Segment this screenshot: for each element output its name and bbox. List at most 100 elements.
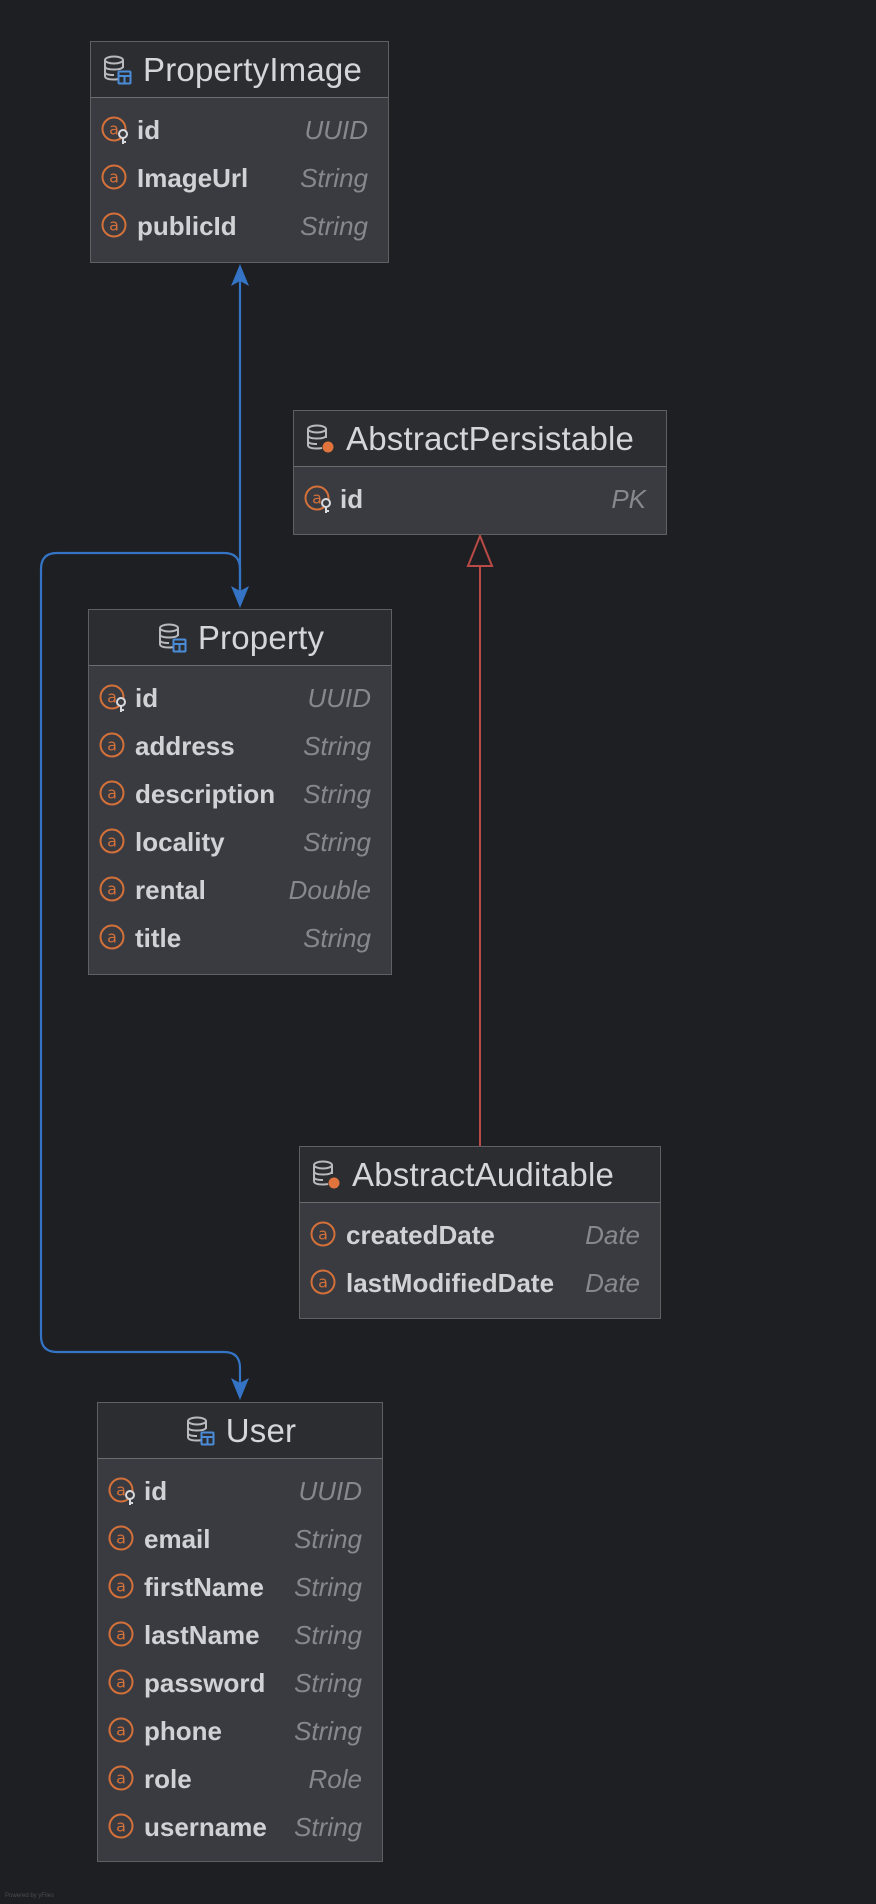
database-abstract-icon (310, 1159, 342, 1191)
field-icon: a (107, 1620, 137, 1650)
field-icon: a (100, 211, 130, 241)
field-type: String (303, 730, 371, 761)
field-name: lastModifiedDate (346, 1267, 555, 1298)
entity-header: User (98, 1403, 382, 1459)
field-row[interactable]: a lastName String (98, 1611, 382, 1659)
field-name: address (135, 730, 235, 761)
database-table-icon (156, 622, 188, 654)
svg-text:a: a (109, 168, 119, 187)
field-type: String (294, 1811, 362, 1842)
entity-title: Property (197, 618, 325, 656)
field-type: Double (288, 874, 371, 905)
svg-text:a: a (312, 489, 322, 508)
field-name: locality (135, 826, 225, 857)
database-abstract-icon (304, 423, 336, 455)
entity-title: AbstractAuditable (352, 1155, 615, 1193)
field-icon: a (107, 1572, 137, 1602)
svg-text:a: a (116, 1577, 126, 1596)
field-type: String (294, 1619, 362, 1650)
svg-text:a: a (116, 1529, 126, 1548)
field-icon: a (98, 875, 128, 905)
field-type: UUID (298, 1475, 362, 1506)
field-name: lastName (144, 1619, 260, 1650)
field-type: String (303, 826, 371, 857)
association-line-property-user (39, 551, 242, 1392)
field-icon: a (98, 731, 128, 761)
watermark: Powered by yFiles (5, 1893, 55, 1899)
field-name: publicId (137, 210, 237, 241)
entity-header: AbstractPersistable (294, 411, 666, 467)
svg-text:a: a (107, 784, 117, 803)
field-icon: a (107, 1812, 137, 1842)
field-type: UUID (304, 114, 368, 145)
field-icon: a (107, 1524, 137, 1554)
svg-text:a: a (109, 216, 119, 235)
primary-key-field-icon: a (107, 1476, 137, 1506)
field-name: username (144, 1811, 267, 1842)
field-type: Date (585, 1219, 640, 1250)
field-row[interactable]: a description String (89, 770, 391, 818)
field-icon: a (107, 1716, 137, 1746)
field-type: String (303, 778, 371, 809)
svg-text:a: a (116, 1817, 126, 1836)
field-name: id (340, 483, 364, 514)
field-type: PK (611, 483, 646, 514)
svg-text:a: a (116, 1673, 126, 1692)
svg-text:a: a (116, 1625, 126, 1644)
entity-header: AbstractAuditable (300, 1147, 660, 1203)
svg-text:a: a (116, 1769, 126, 1788)
field-icon: a (100, 163, 130, 193)
arrowhead-to-property (231, 586, 249, 608)
primary-key-field-icon: a (303, 484, 333, 514)
field-icon: a (98, 923, 128, 953)
field-icon: a (309, 1268, 339, 1298)
field-type: String (300, 210, 368, 241)
field-name: createdDate (346, 1219, 495, 1250)
svg-text:a: a (116, 1721, 126, 1740)
field-icon: a (98, 779, 128, 809)
field-name: description (135, 778, 276, 809)
field-type: String (294, 1523, 362, 1554)
field-row[interactable]: a publicId String (91, 202, 388, 250)
field-name: password (144, 1667, 266, 1698)
entity-header: Property (89, 610, 391, 666)
generalization-arrowhead (466, 533, 494, 567)
field-icon: a (107, 1668, 137, 1698)
arrowhead-to-user (231, 1378, 249, 1400)
field-type: Role (308, 1763, 362, 1794)
svg-text:a: a (318, 1273, 328, 1292)
primary-key-field-icon: a (98, 683, 128, 713)
field-name: id (144, 1475, 168, 1506)
field-row[interactable]: a username String (98, 1803, 382, 1851)
entity-title: AbstractPersistable (346, 419, 635, 457)
entity-title: PropertyImage (143, 50, 363, 88)
primary-key-field-icon: a (100, 115, 130, 145)
field-name: firstName (144, 1571, 264, 1602)
